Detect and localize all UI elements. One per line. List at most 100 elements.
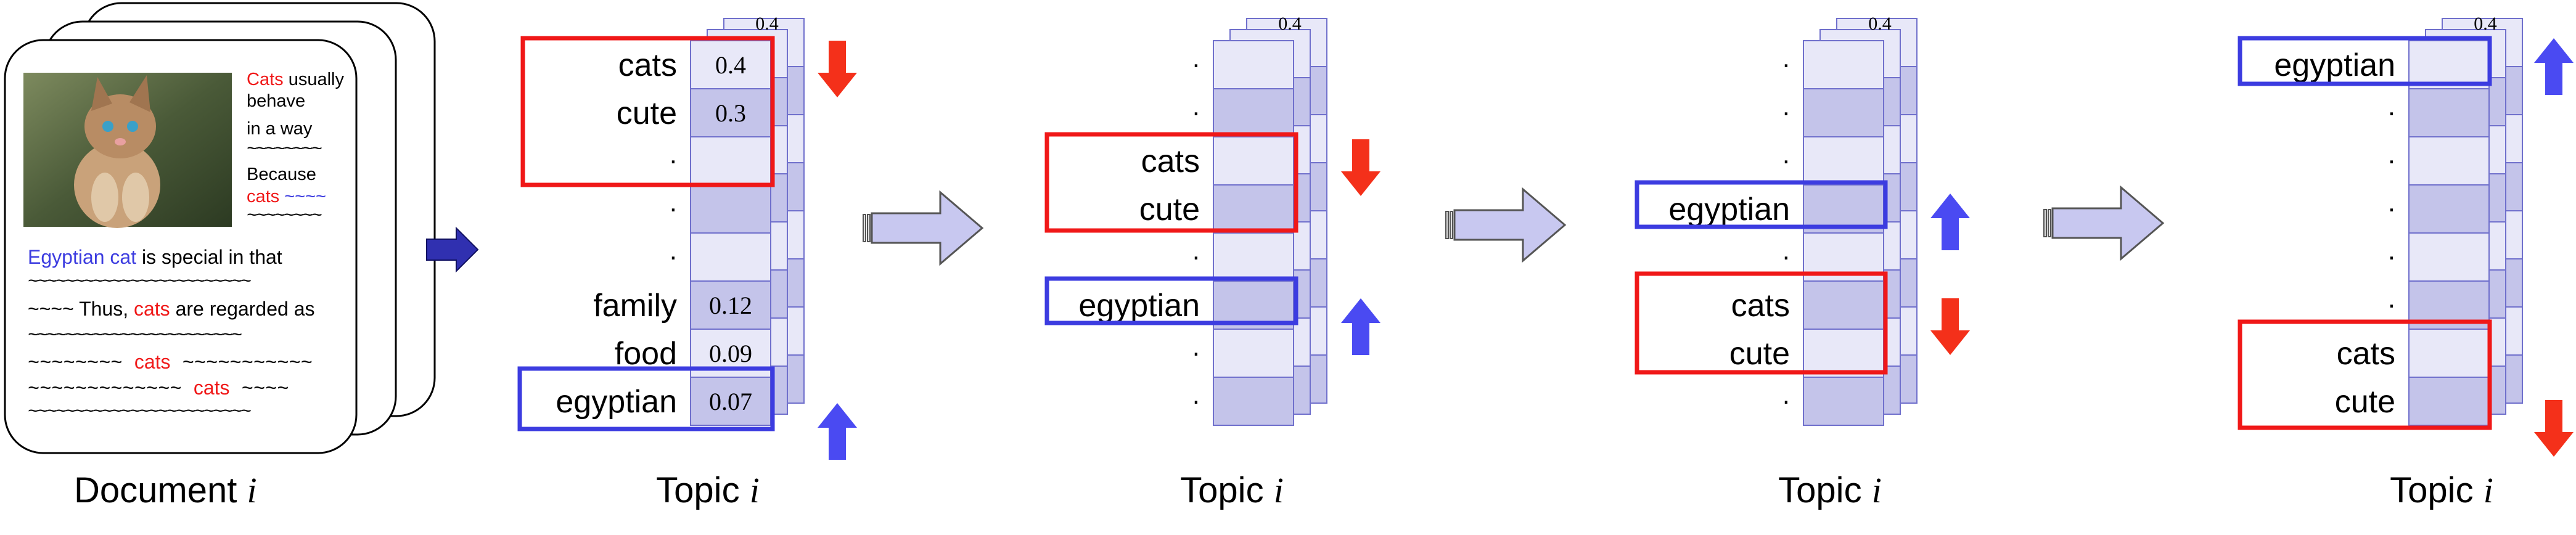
topic-cell [1803,88,1884,137]
document-caption: Document i [74,470,257,510]
highlight-cats: cats [134,298,170,320]
panel-3-ellipsis-dot: . [1782,235,1790,266]
topic-cell [1803,40,1884,89]
panel-4-ellipsis-dot: . [2388,91,2395,121]
topic-cell [1213,232,1294,282]
panel-1-prob: 0.12 [709,292,752,319]
panel-2-ellipsis-dot: . [1192,332,1200,362]
svg-text:Egyptian cat is special in tha: Egyptian cat is special in that [28,246,282,268]
document-snippet-1: Cats usually behave in a way ~~~~~~~~ Be… [247,70,344,227]
panel-1-prob: 0.07 [709,388,752,415]
topic-cell [690,377,771,426]
highlight-cats: Cats [247,70,284,89]
topic-panels: 0.4catscute...familyfoodegyptian0.40.30.… [517,14,2574,510]
panel-1-ellipsis-dot: . [670,139,677,169]
snippet-text: ~~~~~~~~ [28,352,134,375]
panel-3-word-egyptian: egyptian [1668,192,1790,227]
panel-4-front-page [2408,40,2490,426]
panel-1-up-arrow [818,403,857,460]
panel-2-ellipsis-dot: . [1192,235,1200,266]
topic-cell [2408,232,2490,282]
topic-cell [2408,136,2490,186]
panel-1-blue-highlight-box [517,366,775,431]
highlight-cats: cats [134,351,171,373]
transition-arrow [1445,187,1567,263]
panel-2-front-page [1213,40,1294,426]
snippet-text: in a way [247,119,313,139]
panel-2-up-arrow [1341,298,1380,355]
small-flow-arrow [426,226,479,273]
panel-2-back-prob: 0.4 [1278,14,1302,34]
panel-2-word-cats: cats [1141,144,1200,179]
panel-4-ellipsis-dot: . [2388,187,2395,218]
panel-1-topic-column: 0.4 [690,14,805,426]
panel-3-ellipsis-dot: . [1782,380,1790,410]
topic-cell [1213,377,1294,426]
panel-3-ellipsis-dot: . [1782,91,1790,121]
panel-3-red-highlight-box [1635,271,1888,375]
highlight-cats: cats [247,187,279,206]
topic-cell [1213,329,1294,378]
panel-1-word-cute: cute [617,96,677,131]
snippet-text: Because [247,165,316,184]
panel-3-ellipsis-dot: . [1782,139,1790,169]
snippet-text: behave [247,91,305,111]
panel-4-down-arrow [2534,400,2574,457]
snippet-text: ~~~~~~~~~~~~~~~~~~~~~~~~ [28,272,251,293]
kitten-photo [23,73,232,228]
topic-caption-label: Topic [2390,470,2473,510]
panel-1-back-prob: 0.4 [755,14,779,34]
svg-text:Cats usually: Cats usually [247,70,344,89]
panel-2-topic-column: 0.4 [1213,14,1327,426]
panel-3-front-page [1803,40,1884,426]
document-caption-label: Document [74,470,237,510]
panel-3-word-cute: cute [1729,336,1790,372]
snippet-text: ~~~~~~~~~~~~~~~~~~~~~~~~ [28,402,251,423]
topic-caption-label: Topic [1778,470,1861,510]
highlight-cats: cats [194,377,230,399]
panel-4-word-cute: cute [2335,384,2395,420]
panel-3-caption: Topic i [1778,470,1882,510]
panel-1-word-cats: cats [618,47,677,83]
panel-3-ellipsis-dot: . [1782,43,1790,73]
panel-2-ellipsis-dot: . [1192,380,1200,410]
panel-1-ellipsis-dot: . [670,187,677,218]
svg-text:~~~~ Thus, cats are regarded a: ~~~~ Thus, cats are regarded as [28,298,314,320]
topic-cell [2408,88,2490,137]
panel-4-back-prob: 0.4 [2474,14,2497,34]
topic-cell [1803,377,1884,426]
topic-cell [1803,280,1884,330]
panel-1-word-egyptian: egyptian [556,384,677,420]
topic-cell [1213,88,1294,137]
panel-2-ellipsis-dot: . [1192,91,1200,121]
snippet-text: is special in that [136,246,282,268]
panel-4-up-arrow [2534,38,2574,95]
panel-1-ellipsis-dot: . [670,235,677,266]
transition-arrow [863,190,984,266]
topic-caption-index: i [2484,470,2493,510]
panel-4-ellipsis-dot: . [2388,139,2395,169]
panel-2-down-arrow [1341,139,1380,196]
snippet-text: ~~~~~~~~~~~~~ [28,378,194,401]
topic-caption-index: i [1872,470,1882,510]
snippet-text: usually [284,70,345,89]
topic-caption-label: Topic [656,470,739,510]
panel-4-ellipsis-dot: . [2388,235,2395,266]
panel-1-word-family: family [593,288,677,324]
topic-caption-index: i [750,470,760,510]
topic-cell [2408,377,2490,426]
svg-text:~~~~~~~~~~~~~ cats ~~~~: ~~~~~~~~~~~~~ cats ~~~~ [28,377,289,401]
panel-2-word-cute: cute [1139,192,1200,227]
panel-4-word-cats: cats [2337,336,2395,372]
topic-cell [1213,184,1294,234]
panel-1-caption: Topic i [656,470,760,510]
topic-caption-label: Topic [1180,470,1263,510]
topic-cell [1213,40,1294,89]
topic-cell [690,184,771,234]
panel-1-prob: 0.4 [715,51,746,79]
topic-cell [1213,136,1294,186]
svg-text:~~~~~~~~ cats ~~~~~~~~~~~: ~~~~~~~~ cats ~~~~~~~~~~~ [28,351,313,375]
panel-3-blue-highlight-box [1635,180,1888,229]
topic-cell [690,232,771,282]
